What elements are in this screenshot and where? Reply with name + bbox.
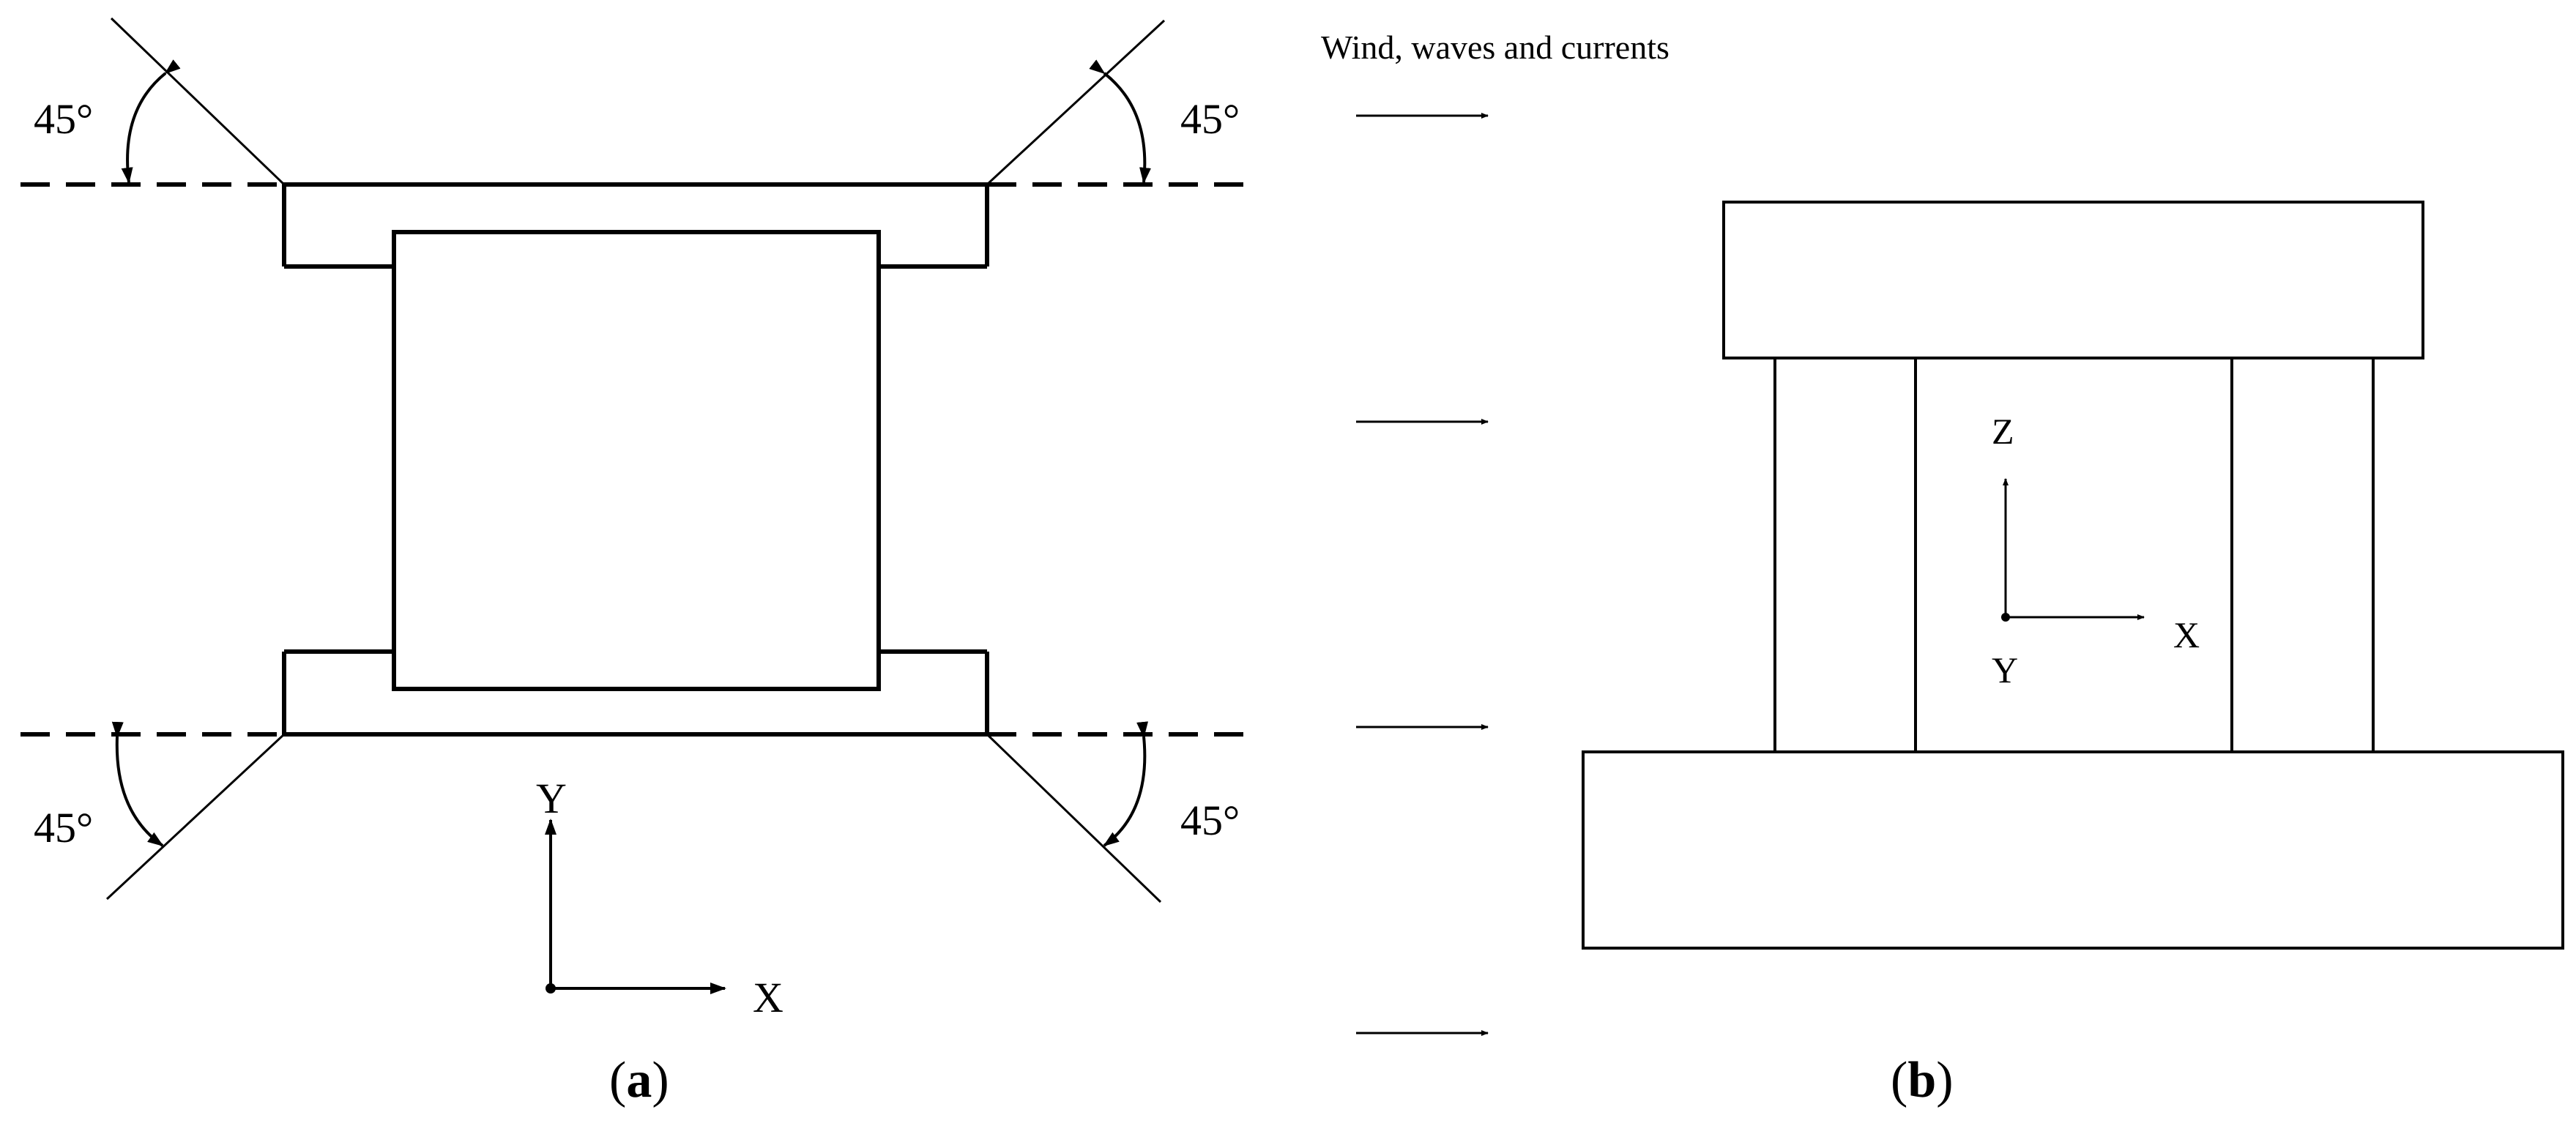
column-right bbox=[2230, 357, 2375, 753]
panel-a-labels: 45° 45° 45° 45° Y X (a) bbox=[34, 95, 1240, 1108]
bottom-pontoon-outline bbox=[282, 652, 989, 737]
axis-x-label: X bbox=[753, 974, 783, 1021]
axis-y-label: Y bbox=[536, 775, 567, 822]
angle-label-top-left: 45° bbox=[34, 95, 93, 143]
environment-arrows bbox=[1356, 113, 1489, 1036]
angle-label-bottom-right: 45° bbox=[1180, 797, 1240, 844]
environment-label: Wind, waves and currents bbox=[1321, 29, 1669, 66]
angle-arc-bottom-left bbox=[111, 721, 164, 847]
mooring-line-bottom-right bbox=[986, 733, 1162, 903]
mooring-line-top-left bbox=[110, 17, 286, 186]
panel-b-labels: Z X Y (b) bbox=[1891, 411, 2200, 1108]
angle-arc-top-right bbox=[1089, 59, 1151, 184]
panel-b-caption: (b) bbox=[1891, 1052, 1954, 1108]
panel-a bbox=[21, 17, 1252, 994]
mooring-line-top-right bbox=[986, 19, 1166, 186]
upper-deck bbox=[1722, 201, 2424, 359]
axis-z-label: Z bbox=[1992, 411, 2014, 452]
angle-label-bottom-left: 45° bbox=[34, 804, 93, 851]
top-pontoon-outline bbox=[282, 182, 989, 266]
axis-origin-dot bbox=[546, 983, 556, 994]
panel-b bbox=[1582, 201, 2564, 950]
axis-origin-dot-b bbox=[2001, 613, 2010, 622]
axis-x-label-b: X bbox=[2173, 614, 2200, 655]
angle-arc-bottom-right bbox=[1103, 721, 1149, 847]
angle-label-top-right: 45° bbox=[1180, 95, 1240, 143]
angle-arc-top-left bbox=[121, 59, 181, 184]
column-left bbox=[1773, 357, 1917, 753]
deck-square bbox=[392, 230, 881, 691]
lower-pontoon bbox=[1582, 750, 2564, 950]
panel-a-caption: (a) bbox=[609, 1052, 669, 1108]
axis-y-label-b: Y bbox=[1992, 649, 2018, 690]
mooring-line-bottom-left bbox=[105, 733, 286, 901]
